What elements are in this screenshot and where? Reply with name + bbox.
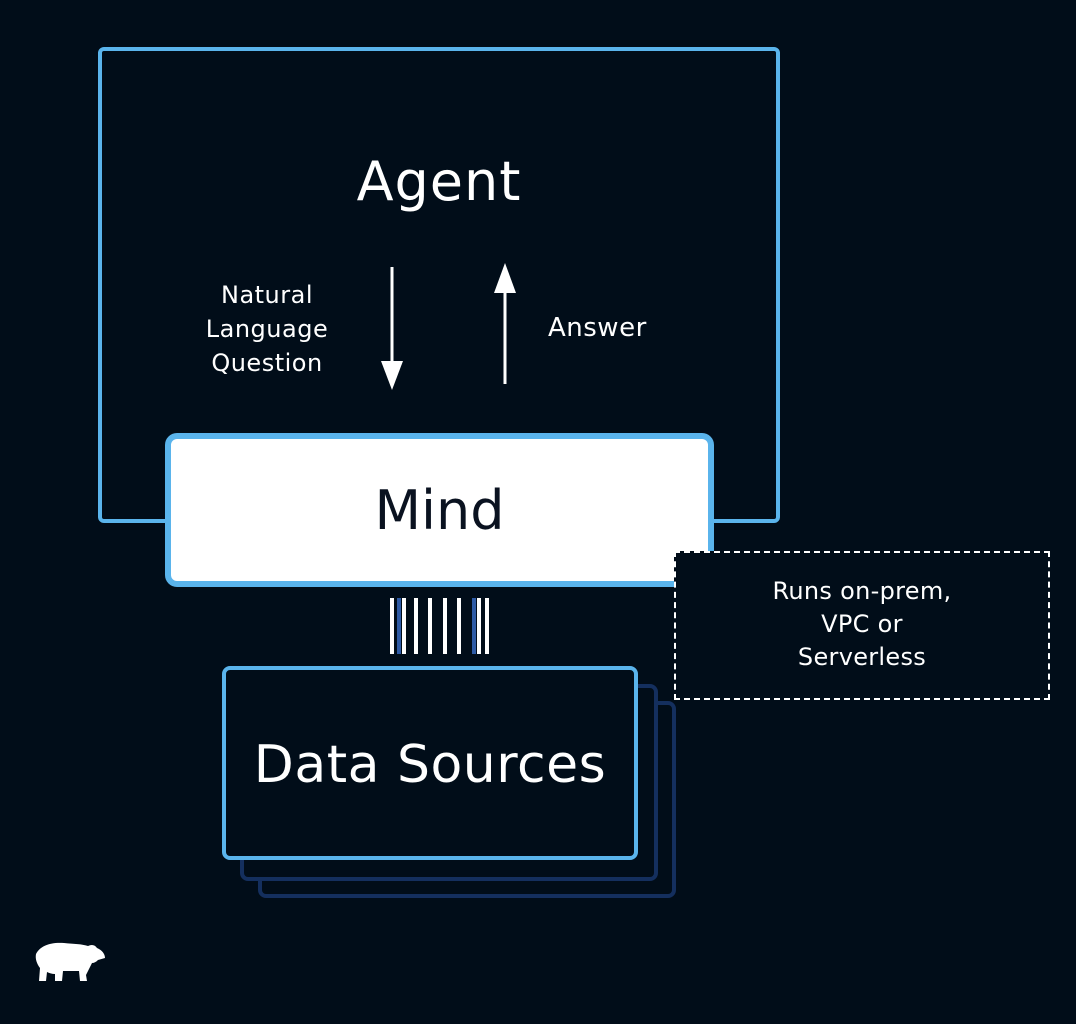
- question-label: Natural Language Question: [196, 278, 338, 380]
- data-sources-label: Data Sources: [253, 735, 607, 795]
- deployment-note-line: VPC or: [821, 610, 903, 638]
- agent-title: Agent: [356, 150, 522, 213]
- mind-label: Mind: [374, 479, 505, 542]
- deployment-note: Runs on-prem, VPC or Serverless: [674, 575, 1050, 674]
- bear-logo-icon: [35, 942, 106, 981]
- question-line: Natural: [220, 281, 314, 309]
- question-line: Language: [205, 315, 329, 343]
- deployment-note-box: [674, 551, 1050, 700]
- question-line: Question: [211, 349, 323, 377]
- deployment-note-line: Runs on-prem,: [772, 577, 952, 605]
- mind-box: [165, 433, 714, 587]
- arrow-down-icon: [381, 267, 403, 390]
- data-sources-box: [222, 666, 638, 860]
- answer-label: Answer: [548, 313, 647, 343]
- arrow-up-icon: [494, 263, 516, 384]
- data-connector-lines: [390, 598, 489, 654]
- deployment-note-line: Serverless: [797, 643, 927, 671]
